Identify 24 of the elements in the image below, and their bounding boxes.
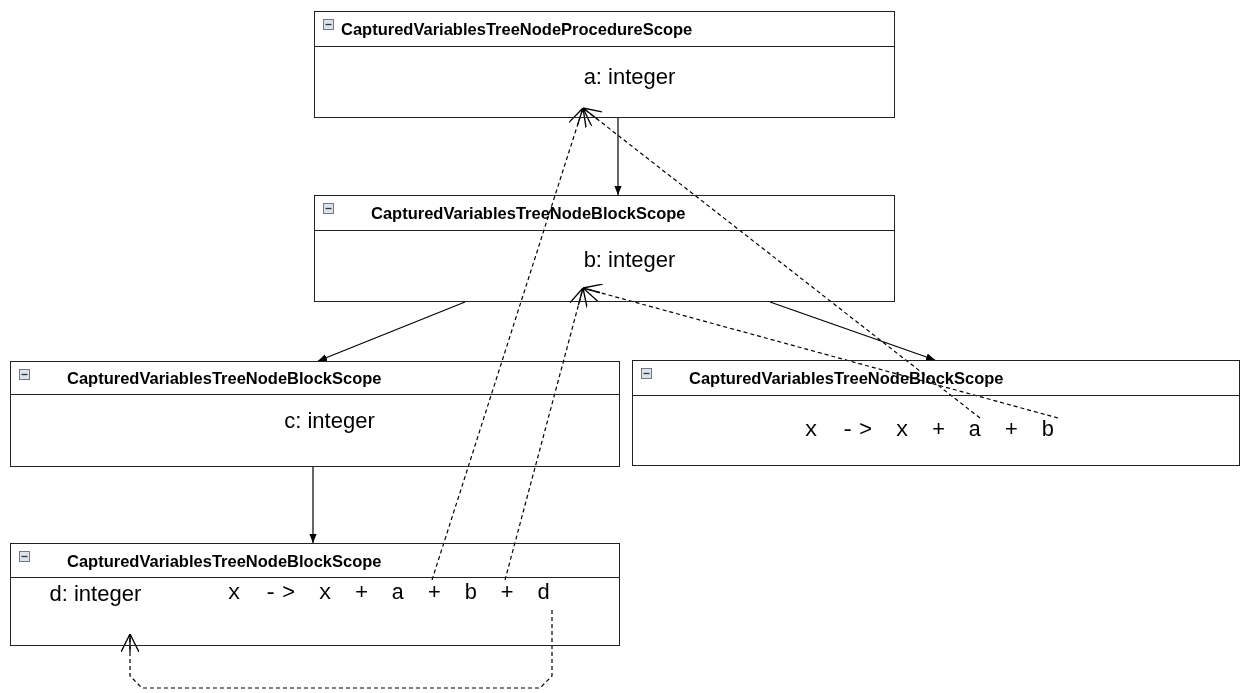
dependency-arrow — [582, 283, 1059, 419]
class-name: CapturedVariablesTreeNodeProcedureScope — [341, 19, 693, 39]
class-box — [10, 543, 620, 646]
dependency-arrow — [504, 287, 588, 581]
lambda-expression: x -> x + a + b + d — [227, 579, 573, 610]
dependency-arrow — [120, 609, 553, 689]
dependency-arrow — [582, 107, 981, 419]
attribute-text: a: integer — [539, 59, 720, 108]
attribute-text: d: integer — [39, 578, 210, 634]
lambda-expression: x -> x + a + b — [804, 417, 1095, 448]
class-box — [632, 360, 1240, 466]
arrow — [317, 301, 466, 362]
class-name: CapturedVariablesTreeNodeBlockScope — [67, 368, 382, 388]
class-name: CapturedVariablesTreeNodeBlockScope — [371, 203, 686, 223]
class-box — [10, 361, 620, 467]
dependency-arrow — [431, 107, 587, 581]
arrow — [309, 466, 317, 544]
arrow — [769, 301, 936, 361]
attribute-text: c: integer — [239, 403, 420, 444]
attribute-text: b: integer — [539, 242, 720, 288]
class-name: CapturedVariablesTreeNodeBlockScope — [67, 551, 382, 570]
class-box — [314, 11, 895, 118]
class-box — [314, 195, 895, 302]
arrow — [614, 117, 622, 196]
